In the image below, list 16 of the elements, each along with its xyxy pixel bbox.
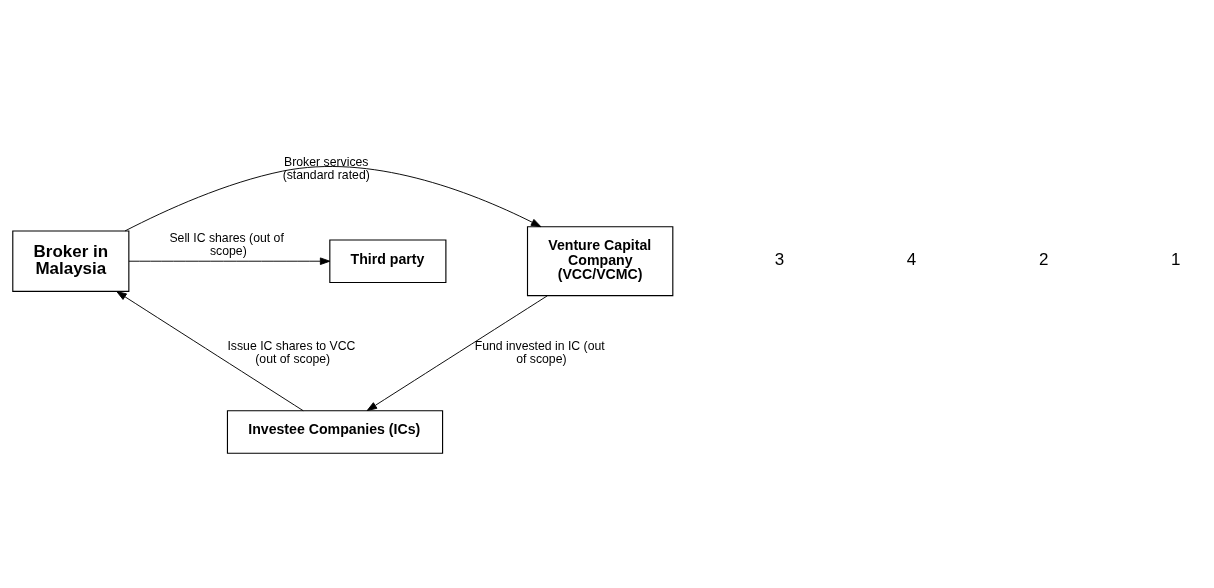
node-box: Venture Capital Company (VCC/VCMC) xyxy=(526,226,674,297)
node-box: Third party xyxy=(329,239,447,283)
edge-label: Broker services (standard rated) xyxy=(282,154,370,183)
edge-label: Fund invested in IC (out of scope) xyxy=(474,338,605,367)
arrow xyxy=(116,291,304,412)
edge-label: Issue IC shares to VCC (out of scope) xyxy=(227,338,356,367)
arrow xyxy=(128,257,331,265)
node-box: Investee Companies (ICs) xyxy=(226,410,444,454)
label: 4 xyxy=(906,250,917,270)
arrow xyxy=(124,166,542,232)
edge-label: Sell IC shares (out of scope) xyxy=(169,230,284,258)
node-box: Broker in Malaysia xyxy=(12,230,130,292)
label: 3 xyxy=(774,250,785,270)
arrow xyxy=(366,295,548,412)
label: 1 xyxy=(1171,250,1181,270)
label: 2 xyxy=(1038,250,1049,270)
